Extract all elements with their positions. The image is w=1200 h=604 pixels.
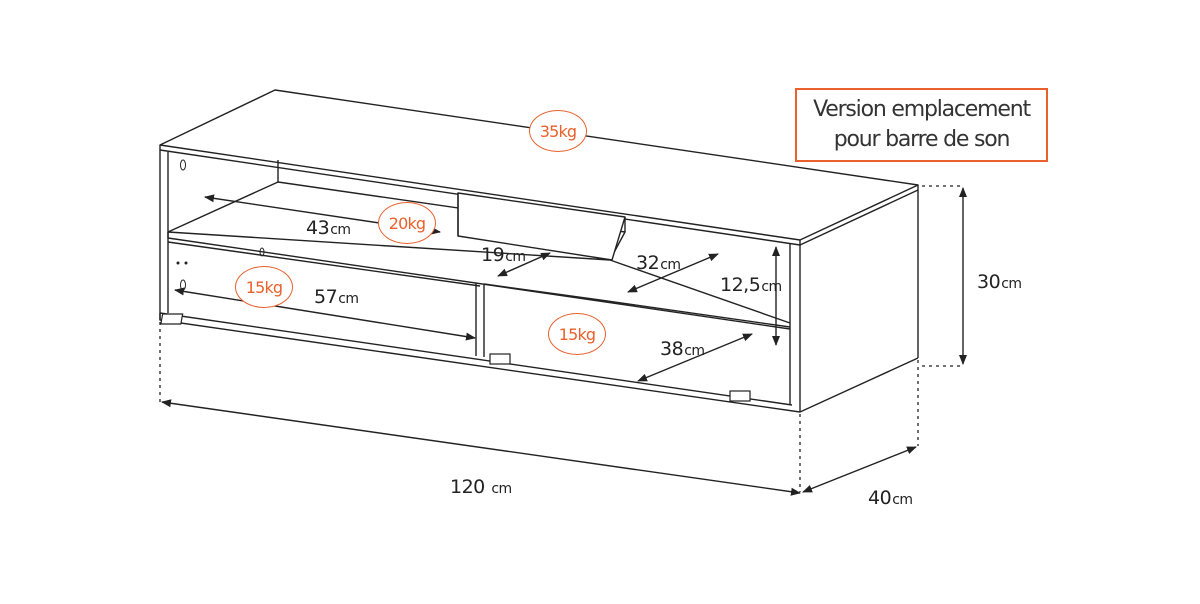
soundbar-depth-arrow <box>497 252 551 277</box>
height-label: 30cm <box>977 271 1022 293</box>
side-depth-arrow <box>627 253 719 293</box>
right-comp-depth-arrow <box>637 333 753 382</box>
weight-badge-top: 35kg <box>529 110 587 152</box>
hardware-holes <box>176 159 265 291</box>
note-line-1: Version emplacement <box>813 97 1031 122</box>
dimension-lines <box>161 187 967 496</box>
right-comp-depth-label: 38cm <box>660 338 705 360</box>
width-label: 120 cm <box>450 476 512 498</box>
extension-lines <box>159 185 963 492</box>
soundbar-depth-label: 19cm <box>481 244 526 266</box>
soundbar-version-note: Version emplacement pour barre de son <box>795 88 1048 162</box>
weight-badge-left-compartment: 15kg <box>235 266 293 308</box>
width-arrow <box>161 399 801 496</box>
side-depth-label: 32cm <box>636 252 681 274</box>
depth-arrow <box>802 446 917 493</box>
weight-badge-upper-shelf: 20kg <box>378 202 436 244</box>
weight-badge-right-compartment: 15kg <box>548 313 606 355</box>
depth-label: 40cm <box>868 487 913 509</box>
left-comp-width-label: 57cm <box>314 286 359 308</box>
shelf-width-label: 43cm <box>306 217 351 239</box>
left-comp-width-arrow <box>174 287 476 341</box>
clearance-label: 12,5cm <box>720 274 782 296</box>
note-line-2: pour barre de son <box>833 127 1011 152</box>
